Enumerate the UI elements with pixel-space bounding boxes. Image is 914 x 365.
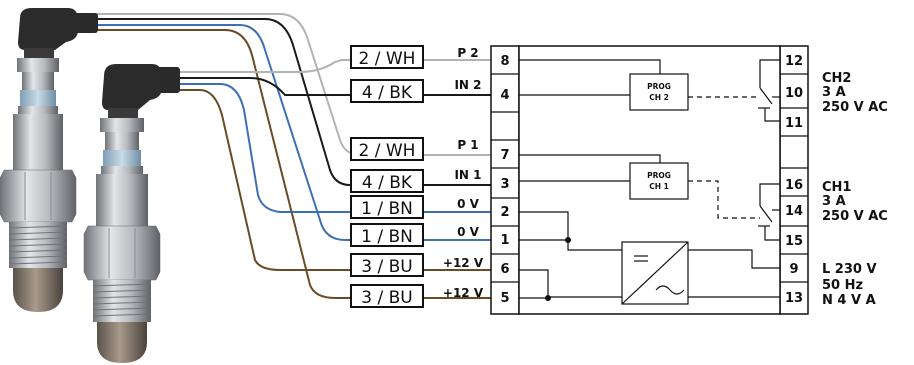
wire-s1-black (95, 18, 496, 186)
output-ch2-text: CH2 3 A 250 V AC (822, 71, 888, 115)
svg-text:CH1: CH1 (822, 180, 851, 195)
relay-ch1-icon (688, 180, 780, 241)
svg-text:3 A: 3 A (822, 194, 846, 209)
svg-text:2 / WH: 2 / WH (359, 141, 416, 161)
svg-text:N 4 V A: N 4 V A (822, 293, 876, 308)
terminal-6: 6 (500, 262, 509, 277)
wire-s2-brown (178, 89, 496, 271)
terminal-14: 14 (785, 204, 803, 219)
level-sensor-1-icon (0, 8, 98, 312)
terminal-1: 1 (500, 233, 509, 248)
svg-text:50 Hz: 50 Hz (822, 278, 863, 293)
relay-ch2-icon (688, 59, 780, 122)
wire-s2-blue (178, 83, 496, 213)
svg-text:+12 V: +12 V (443, 256, 484, 270)
wire-s2-black (178, 77, 496, 96)
label-1bn-0v-b: 1 / BN 0 V (350, 223, 480, 247)
wire-s1-blue (95, 24, 496, 241)
svg-text:L 230 V: L 230 V (822, 262, 877, 277)
label-2wh-p1: 2 / WH P 1 (350, 137, 479, 161)
svg-text:3 / BU: 3 / BU (361, 257, 412, 277)
svg-text:P 2: P 2 (457, 46, 478, 60)
svg-text:CH 2: CH 2 (649, 93, 669, 102)
terminal-4: 4 (500, 88, 509, 103)
label-1bn-0v-a: 1 / BN 0 V (350, 195, 480, 219)
svg-text:1 / BN: 1 / BN (361, 199, 413, 219)
svg-text:3 / BU: 3 / BU (361, 288, 412, 308)
svg-text:1 / BN: 1 / BN (361, 227, 413, 247)
terminal-16: 16 (785, 178, 803, 193)
svg-text:IN 2: IN 2 (454, 78, 481, 92)
svg-text:+12 V: +12 V (443, 286, 484, 300)
prog-ch1-block: PROG CH 1 (629, 162, 689, 200)
left-terminal-numbers: 8 4 7 3 2 1 6 5 (500, 54, 509, 306)
wire-s1-brown (95, 29, 496, 299)
terminal-9: 9 (789, 262, 798, 277)
terminal-15: 15 (785, 234, 803, 249)
terminal-13: 13 (785, 291, 803, 306)
terminal-10: 10 (785, 86, 803, 101)
controller-module: 8 4 7 3 2 1 6 5 12 10 11 16 14 15 9 13 (490, 45, 809, 315)
svg-text:0 V: 0 V (457, 225, 480, 239)
terminal-3: 3 (500, 177, 509, 192)
label-4bk-in2: 4 / BK IN 2 (350, 78, 482, 103)
svg-text:250 V AC: 250 V AC (822, 100, 888, 115)
output-power-text: L 230 V 50 Hz N 4 V A (822, 262, 877, 308)
svg-text:2 / WH: 2 / WH (359, 49, 416, 69)
wire-s2-white (178, 59, 496, 73)
svg-text:CH2: CH2 (822, 71, 851, 86)
svg-text:250 V AC: 250 V AC (822, 209, 888, 224)
svg-text:CH 1: CH 1 (649, 182, 669, 191)
svg-text:0 V: 0 V (457, 197, 480, 211)
prog-ch2-block: PROG CH 2 (629, 73, 689, 111)
label-3bu-12v-b: 3 / BU +12 V (350, 284, 484, 308)
terminal-5: 5 (500, 291, 509, 306)
terminal-2: 2 (500, 205, 509, 220)
wire-label-boxes: 2 / WH P 2 4 / BK IN 2 2 / WH P 1 4 / BK… (350, 45, 484, 308)
svg-text:4 / BK: 4 / BK (362, 173, 413, 193)
svg-text:P 1: P 1 (457, 138, 478, 152)
terminal-7: 7 (500, 148, 509, 163)
svg-text:4 / BK: 4 / BK (362, 83, 413, 103)
level-sensor-2-icon (83, 64, 180, 363)
label-3bu-12v-a: 3 / BU +12 V (350, 253, 484, 277)
right-terminal-numbers: 12 10 11 16 14 15 9 13 (785, 54, 803, 306)
terminal-12: 12 (785, 54, 803, 69)
power-supply-converter-icon (621, 241, 689, 305)
terminal-8: 8 (500, 54, 509, 69)
label-4bk-in1: 4 / BK IN 1 (350, 168, 482, 193)
svg-text:PROG: PROG (647, 82, 671, 91)
output-ch1-text: CH1 3 A 250 V AC (822, 180, 888, 224)
label-2wh-p2: 2 / WH P 2 (350, 45, 479, 69)
svg-text:IN 1: IN 1 (454, 168, 481, 182)
svg-text:3 A: 3 A (822, 85, 846, 100)
svg-text:PROG: PROG (647, 171, 671, 180)
terminal-11: 11 (785, 116, 803, 131)
